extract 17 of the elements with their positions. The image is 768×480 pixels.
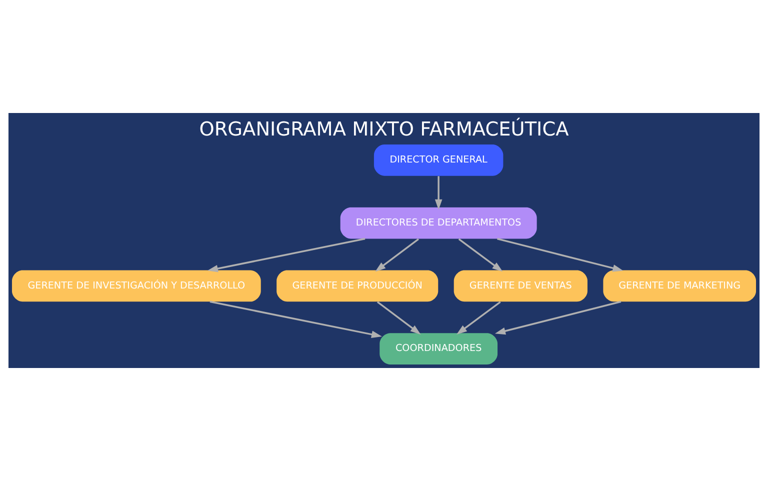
arrow bbox=[494, 300, 622, 334]
arrow bbox=[207, 237, 366, 272]
arrow bbox=[375, 238, 420, 272]
arrow bbox=[458, 238, 503, 272]
node-box: COORDINADORES bbox=[380, 332, 498, 364]
arrow bbox=[456, 300, 501, 334]
arrow bbox=[210, 300, 382, 338]
node-box: GERENTE DE PRODUCCIÓN bbox=[276, 270, 438, 302]
diagram-title: ORGANIGRAMA MIXTO FARMACEÚTICA bbox=[199, 116, 569, 140]
node-box: DIRECTORES DE DEPARTAMENTOS bbox=[340, 206, 537, 238]
arrow bbox=[497, 237, 624, 272]
node-box: DIRECTOR GENERAL bbox=[374, 144, 504, 176]
node-box: GERENTE DE VENTAS bbox=[454, 270, 588, 302]
node-box: GERENTE DE MARKETING bbox=[603, 270, 756, 302]
arrow bbox=[376, 300, 421, 334]
node-box: GERENTE DE INVESTIGACIÓN Y DESARROLLO bbox=[12, 270, 261, 302]
arrow bbox=[434, 176, 442, 210]
